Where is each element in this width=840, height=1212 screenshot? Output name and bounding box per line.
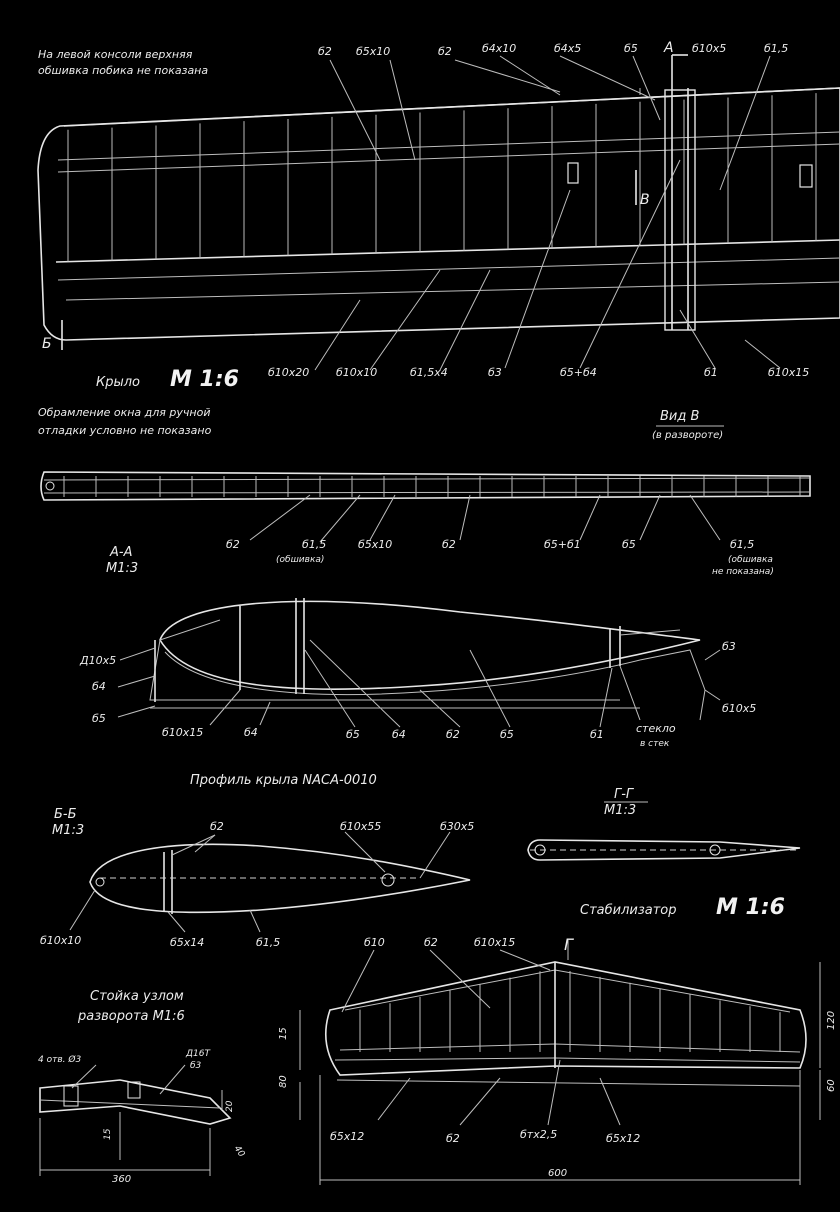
stabilizer-label: б10: [364, 936, 385, 949]
wing-label: б1: [704, 366, 718, 379]
section-a-label: б2: [446, 728, 460, 741]
section-a-label: б5: [346, 728, 360, 741]
section-a-label: б10х15: [162, 726, 203, 739]
section-b-b: [69, 831, 471, 933]
section-b-label: б30х5: [440, 820, 474, 833]
stabilizer-label: б5х12: [330, 1130, 364, 1143]
section-a-a: [117, 598, 721, 728]
view-b-strip: [40, 425, 811, 543]
section-b-label: б5х14: [170, 936, 204, 949]
section-b-title: Б-Б: [54, 807, 77, 822]
section-a-label: б10х5: [722, 702, 756, 715]
wing-label: б5+б4: [560, 366, 597, 379]
strut-label: б3: [190, 1061, 202, 1071]
stabilizer-plan: [299, 940, 821, 1185]
wing-label: б5: [624, 42, 638, 55]
view-b-ribs: [63, 476, 801, 497]
strut-label: Д16Т: [185, 1049, 211, 1059]
view-b-title: Вид В: [660, 409, 699, 424]
view-b-label: б1,5: [302, 538, 326, 551]
view-b-note-line-1: Обрамление окна для ручной: [38, 406, 210, 419]
section-a-label: б5: [500, 728, 514, 741]
wing-label: б10х15: [768, 366, 809, 379]
stabilizer-dim: 15: [278, 1027, 289, 1040]
wing-label: б10х10: [336, 366, 377, 379]
view-b-label: б5: [622, 538, 636, 551]
stabilizer-dim: 60: [826, 1079, 837, 1092]
wing-label: б4х10: [482, 42, 516, 55]
profile-caption: Профиль крыла NACA-0010: [190, 773, 377, 788]
strut-detail: [39, 1064, 232, 1176]
wing-label: б4х5: [554, 42, 581, 55]
section-g-scale: М1:3: [604, 803, 636, 818]
section-a-label: б4: [244, 726, 258, 739]
section-a-label: б3: [722, 640, 736, 653]
view-b-label: б5+б1: [544, 538, 581, 551]
wing-label: б3: [488, 366, 502, 379]
strut-label: 4 отв. Ø3: [38, 1054, 81, 1065]
section-mark-v: В: [640, 192, 650, 208]
wing-note-line-1: На левой консоли верхняя: [38, 48, 193, 61]
wing-label: б10х20: [268, 366, 309, 379]
view-b-label: б2: [226, 538, 240, 551]
strut-dim: 360: [112, 1174, 131, 1185]
view-b-label: (обшивка): [276, 555, 324, 565]
section-mark-a: А: [663, 40, 674, 56]
stabilizer-label: б5х12: [606, 1132, 640, 1145]
section-g-g: [527, 801, 801, 861]
wing-caption: Крыло: [96, 375, 140, 390]
section-a-label: в стек: [640, 739, 670, 749]
strut-title-line-2: разворота М1:6: [77, 1009, 185, 1024]
view-b-label: не показана): [712, 567, 774, 577]
stabilizer-label: б2: [424, 936, 438, 949]
stabilizer-dim: 600: [548, 1168, 567, 1179]
section-a-scale: М1:3: [106, 561, 138, 576]
view-b-label: (обшивка: [728, 555, 773, 565]
wing-label: б1,5х4: [410, 366, 448, 379]
section-a-label: б5: [92, 712, 106, 725]
wing-label: б5х10: [356, 45, 390, 58]
section-a-label: стекло: [636, 722, 676, 735]
stabilizer-dim: 80: [278, 1075, 289, 1088]
section-b-label: б10х10: [40, 934, 81, 947]
section-a-label: б4: [392, 728, 406, 741]
view-b-note-line-2: отладки условно не показано: [38, 424, 212, 437]
strut-title-line-1: Стойка узлом: [90, 989, 184, 1004]
view-b-label: б1,5: [730, 538, 754, 551]
stabilizer-label: б10х15: [474, 936, 515, 949]
section-b-label: б10х55: [340, 820, 381, 833]
stabilizer-scale: М 1:6: [716, 895, 785, 920]
section-b-label: б1,5: [256, 936, 280, 949]
section-b-label: б2: [210, 820, 224, 833]
section-b-scale: М1:3: [52, 823, 84, 838]
wing-label: б10х5: [692, 42, 726, 55]
stabilizer-ribs: [359, 970, 781, 1052]
strut-dim: 40: [232, 1144, 247, 1159]
wing-label: б1,5: [764, 42, 788, 55]
strut-dim: 15: [103, 1128, 113, 1140]
view-b-label: б5х10: [358, 538, 392, 551]
stabilizer-label: бтх2,5: [520, 1128, 557, 1141]
section-a-label: Д10х5: [79, 654, 116, 667]
section-a-title: А-А: [109, 545, 132, 560]
stabilizer-dim: 120: [826, 1011, 837, 1030]
wing-plan-view: [37, 54, 840, 371]
wing-ribs: [67, 93, 817, 262]
view-b-label: б2: [442, 538, 456, 551]
section-mark-b: Б: [42, 336, 52, 352]
section-g-title: Г-Г: [614, 787, 635, 802]
section-a-label: б4: [92, 680, 106, 693]
view-b-subtitle: (в развороте): [652, 430, 723, 441]
wing-label: б2: [438, 45, 452, 58]
section-a-label: б1: [590, 728, 604, 741]
section-mark-g: Г: [564, 935, 574, 954]
wing-scale: М 1:6: [170, 367, 239, 392]
strut-dim: 20: [225, 1100, 235, 1112]
stabilizer-caption: Стабилизатор: [580, 903, 677, 918]
wing-note-line-2: обшивка побика не показана: [38, 64, 208, 77]
wing-label: б2: [318, 45, 332, 58]
stabilizer-label: б2: [446, 1132, 460, 1145]
